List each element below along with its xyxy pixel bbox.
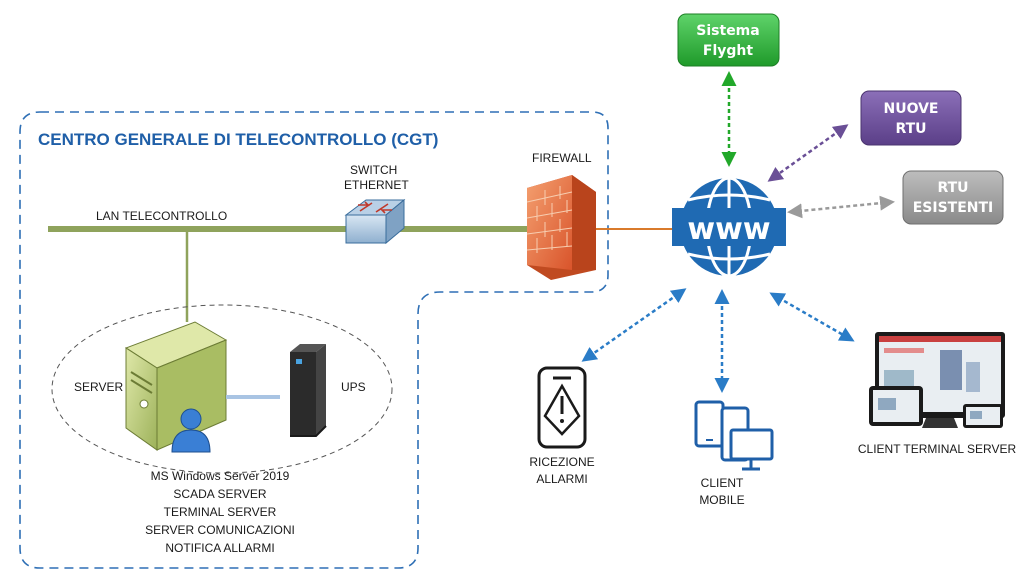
- user-icon: [171, 408, 211, 453]
- server-icon: [124, 321, 228, 451]
- server-group-ellipse: [51, 304, 393, 474]
- server-role-scada: SCADA SERVER: [173, 487, 266, 501]
- firewall-icon: [526, 175, 596, 280]
- mobile-devices-icon: [694, 400, 774, 471]
- mobile-label-2: MOBILE: [699, 493, 744, 507]
- cgt-boundary: [19, 111, 609, 569]
- ups-icon: [290, 344, 327, 437]
- flyght-label-1: Sistema: [696, 23, 759, 39]
- node-sistema-flyght[interactable]: Sistema Flyght: [677, 13, 780, 67]
- server-label: SERVER: [74, 380, 123, 394]
- node-nuove-rtu[interactable]: NUOVE RTU: [860, 90, 962, 146]
- ups-label: UPS: [341, 380, 366, 394]
- rtu-esistenti-label-2: ESISTENTI: [913, 200, 994, 216]
- terminal-devices-icon: [869, 332, 1005, 428]
- switch-label-2: ETHERNET: [344, 178, 409, 192]
- www-text: www: [687, 212, 770, 247]
- cgt-title: CENTRO GENERALE DI TELECONTROLLO (CGT): [38, 130, 438, 149]
- node-rtu-esistenti[interactable]: RTU ESISTENTI: [902, 170, 1004, 225]
- server-role-comunicazioni: SERVER COMUNICAZIONI: [145, 523, 295, 537]
- ricezione-label-2: ALLARMI: [536, 472, 587, 486]
- lan-label: LAN TELECONTROLLO: [96, 209, 227, 223]
- server-role-terminal: TERMINAL SERVER: [164, 505, 277, 519]
- switch-icon: [344, 198, 406, 245]
- nuove-rtu-label-2: RTU: [895, 121, 926, 137]
- firewall-label: FIREWALL: [532, 151, 592, 165]
- link-ricezione-allarmi: [581, 288, 687, 362]
- nuove-rtu-label-1: NUOVE: [883, 101, 938, 117]
- link-nuove-rtu: [767, 124, 849, 182]
- switch-label-1: SWITCH: [350, 163, 397, 177]
- link-client-terminal: [769, 292, 855, 342]
- rtu-esistenti-label-1: RTU: [937, 180, 968, 196]
- phone-alarm-icon: [537, 366, 587, 449]
- www-globe-icon: www: [672, 176, 786, 278]
- server-role-notifica: NOTIFICA ALLARMI: [165, 541, 274, 555]
- link-rtu-esistenti: [787, 195, 895, 219]
- ricezione-label-1: RICEZIONE: [529, 455, 594, 469]
- terminal-label: CLIENT TERMINAL SERVER: [858, 442, 1017, 456]
- mobile-label-1: CLIENT: [701, 476, 744, 490]
- server-role-os: MS Windows Server 2019: [151, 469, 290, 483]
- flyght-label-2: Flyght: [703, 43, 753, 59]
